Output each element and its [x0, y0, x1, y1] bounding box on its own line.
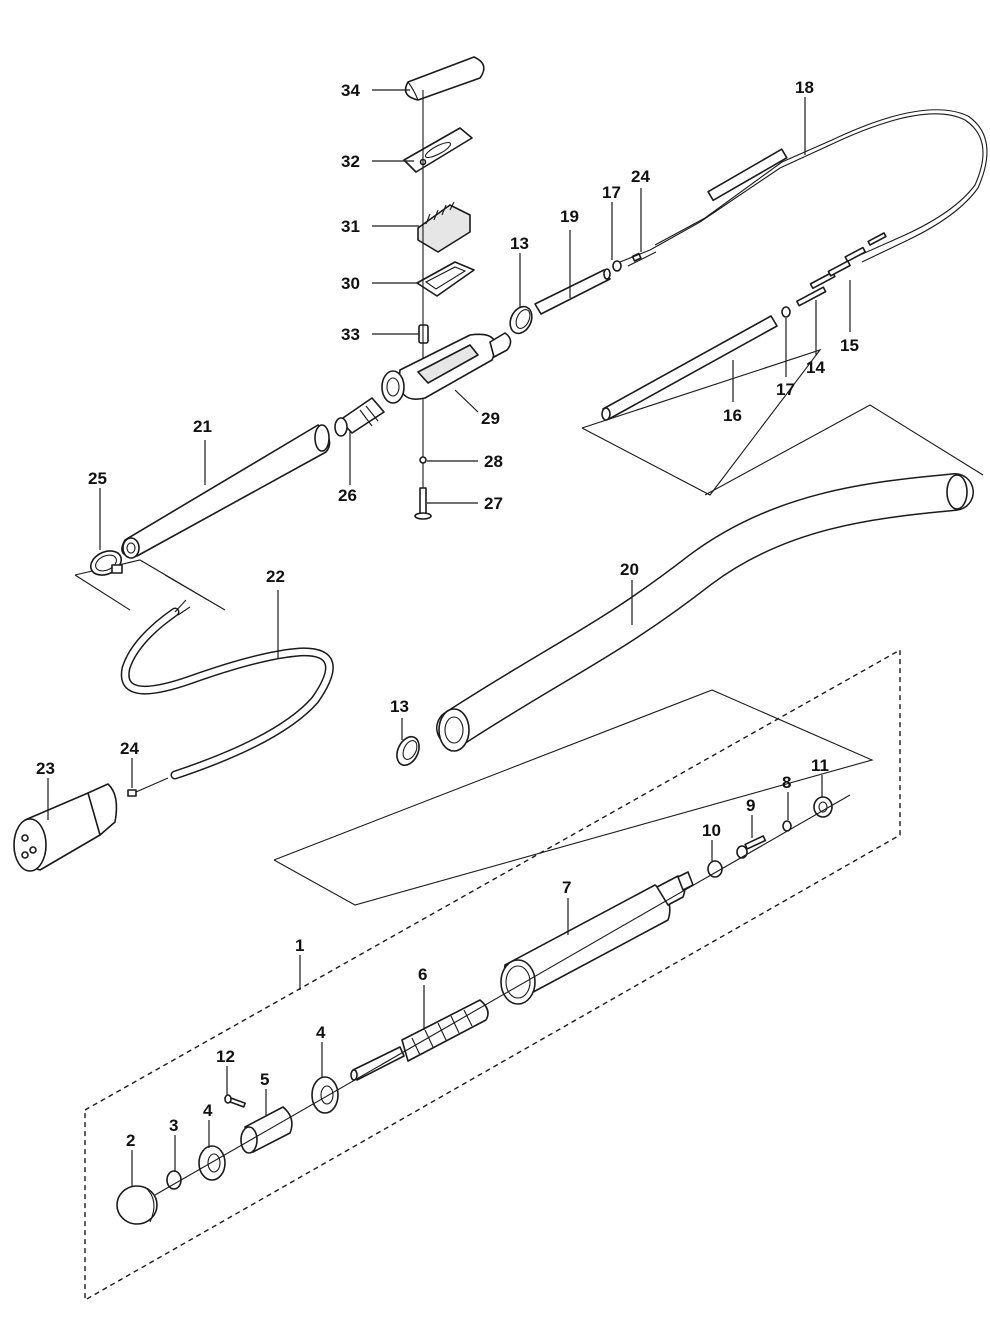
part-28-washer: [419, 456, 427, 464]
callout-25: 25: [88, 469, 107, 488]
callout-23: 23: [36, 759, 55, 778]
part-18-cable-loop: [619, 109, 988, 267]
callout-10: 10: [702, 821, 721, 840]
part-29-housing: [381, 332, 512, 404]
callout-1: 1: [295, 936, 304, 955]
callout-13-lower: 13: [390, 697, 409, 716]
part-4-bearing-lower: [198, 1145, 226, 1181]
part-10-washer: [707, 860, 723, 878]
callout-19: 19: [560, 207, 579, 226]
part-25-clamp: [89, 550, 123, 576]
part-12-screw: [224, 1094, 246, 1108]
part-17-nut-upper: [612, 260, 622, 272]
part-14-15-pins: [796, 232, 887, 307]
part-22-cable: [120, 599, 334, 780]
callout-27: 27: [484, 494, 503, 513]
callout-12: 12: [216, 1047, 235, 1066]
callout-15: 15: [840, 336, 859, 355]
callout-6: 6: [418, 965, 427, 984]
part-27-screw: [414, 487, 432, 520]
callout-34: 34: [341, 81, 360, 100]
callout-24-lower: 24: [120, 739, 139, 758]
part-24-splice-lower: [127, 789, 137, 797]
part-11-nut: [813, 796, 833, 818]
part-13-ring-upper: [509, 305, 533, 335]
callout-24-upper: 24: [631, 167, 650, 186]
callout-22: 22: [266, 567, 285, 586]
callout-32: 32: [341, 152, 360, 171]
callout-33: 33: [341, 325, 360, 344]
part-23-plug: [13, 783, 118, 872]
part-34-cap: [404, 56, 485, 101]
callout-5: 5: [260, 1070, 269, 1089]
part-6-rotor-shaft: [350, 999, 489, 1081]
part-20-hose: [436, 473, 974, 752]
callout-4-upper: 4: [316, 1023, 326, 1042]
callout-13-upper: 13: [510, 234, 529, 253]
callout-26: 26: [338, 486, 357, 505]
callout-7: 7: [562, 878, 571, 897]
callout-20: 20: [620, 560, 639, 579]
callout-4-lower: 4: [203, 1101, 213, 1120]
part-26-connector: [334, 397, 385, 437]
part-4-bearing-upper: [311, 1076, 339, 1114]
callout-21: 21: [193, 417, 212, 436]
part-30-gasket: [416, 261, 475, 297]
part-19-tube: [534, 268, 611, 315]
callout-18: 18: [795, 78, 814, 97]
callout-11: 11: [811, 756, 829, 775]
callout-9: 9: [746, 796, 755, 815]
leader-lines: [47, 89, 851, 1186]
callout-16: 16: [723, 406, 742, 425]
callout-2: 2: [126, 1131, 135, 1150]
callout-30: 30: [341, 274, 360, 293]
part-17-nut-lower: [781, 306, 791, 318]
callout-17-upper: 17: [602, 183, 621, 202]
part-16-tube: [601, 315, 778, 421]
callout-31: 31: [341, 217, 360, 236]
assembly-1-boundary: [84, 648, 901, 1302]
callout-14: 14: [806, 358, 825, 377]
part-13-ring-lower: [396, 735, 420, 767]
callout-28: 28: [484, 452, 503, 471]
part-9-bolt: [736, 835, 767, 859]
callout-29: 29: [481, 409, 500, 428]
callout-3: 3: [169, 1116, 178, 1135]
part-21-sleeve: [121, 424, 331, 559]
callout-8: 8: [782, 773, 791, 792]
part-31-switch: [417, 201, 471, 253]
part-2-cap: [116, 1185, 158, 1225]
part-32-plate: [403, 127, 473, 173]
part-7-housing-tube: [500, 871, 694, 1005]
callout-labels: 34 32 31 30 33 29 28 27 26 21 25 22 23 2…: [36, 78, 859, 1150]
part-24-splice-upper: [631, 252, 642, 262]
callout-17-lower: 17: [776, 380, 795, 399]
